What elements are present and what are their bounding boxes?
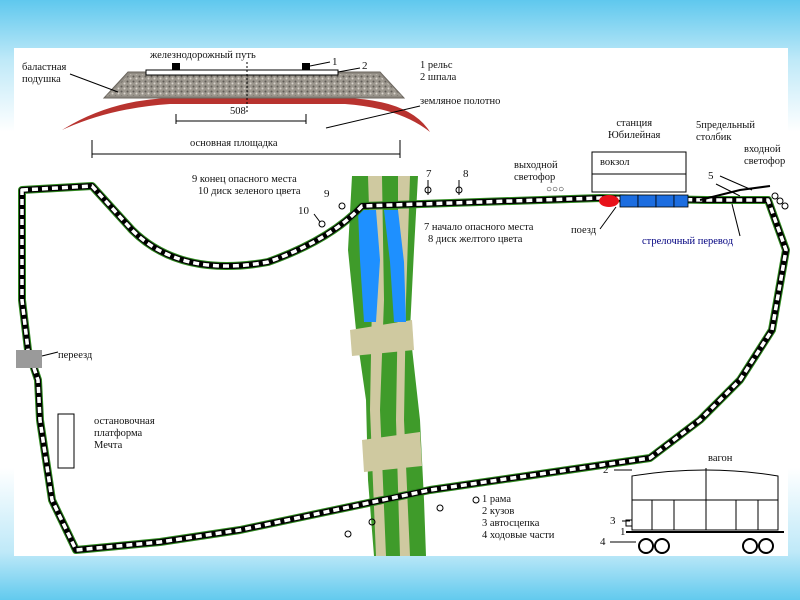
track-label: железнодорожный путь xyxy=(150,50,256,61)
rail-left xyxy=(172,63,180,70)
signal-marker-9 xyxy=(338,202,346,210)
platform-box xyxy=(57,413,75,469)
station-annex xyxy=(591,173,687,193)
marker-7: 7 xyxy=(426,168,432,180)
embankment-cross-section xyxy=(62,61,430,158)
crossing-label: переезд xyxy=(58,350,93,361)
signal-marker-8 xyxy=(455,180,463,195)
wagon-coupler xyxy=(625,519,633,527)
ballast-callout-line xyxy=(69,73,119,93)
signal-marker-7 xyxy=(424,180,432,195)
locomotive xyxy=(599,195,619,207)
marker-5: 5 xyxy=(708,170,714,182)
train-cars xyxy=(619,194,689,208)
wagon-title: вагон xyxy=(708,453,733,464)
railway-loop xyxy=(18,182,790,554)
marker-9: 9 xyxy=(324,188,330,200)
switch-callout xyxy=(731,203,741,237)
station-building-label: вокзол xyxy=(600,157,630,168)
marker-8: 8 xyxy=(463,168,469,180)
switch-branch xyxy=(699,185,771,201)
rail-right xyxy=(302,63,310,70)
sleeper xyxy=(145,69,339,76)
wagon-callout-4: 4 xyxy=(600,536,606,548)
limit-post-line xyxy=(715,183,741,197)
subgrade-callout-line xyxy=(325,105,421,129)
callout-line-1 xyxy=(309,61,331,67)
limit-post-callout xyxy=(719,175,753,191)
callout-line-2 xyxy=(337,67,361,73)
base-label: основная площадка xyxy=(190,138,278,149)
wagon-callout-3: 3 xyxy=(610,515,616,527)
river-branch xyxy=(384,210,406,322)
train-callout xyxy=(599,206,617,230)
callout-1: 1 xyxy=(332,56,338,68)
field-strip xyxy=(348,176,426,556)
river xyxy=(358,210,380,322)
signal-marker-10 xyxy=(313,213,326,228)
subgrade-label: земляное полотно xyxy=(420,96,501,107)
callout-2: 2 xyxy=(362,60,368,72)
ballast-texture xyxy=(106,74,402,96)
wagon-callout-1: 1 xyxy=(620,526,626,538)
wagon-drawing xyxy=(610,468,784,554)
train-label: поезд xyxy=(571,225,597,236)
exit-signal-icon: ○○○ xyxy=(546,184,565,195)
gauge-value: 508 xyxy=(230,106,246,117)
marker-10: 10 xyxy=(298,205,309,217)
crossing-road xyxy=(16,350,42,368)
switch-label: стрелочный перевод xyxy=(642,236,734,247)
entry-signal-icon xyxy=(771,192,789,210)
wagon-callout-2: 2 xyxy=(603,464,609,476)
